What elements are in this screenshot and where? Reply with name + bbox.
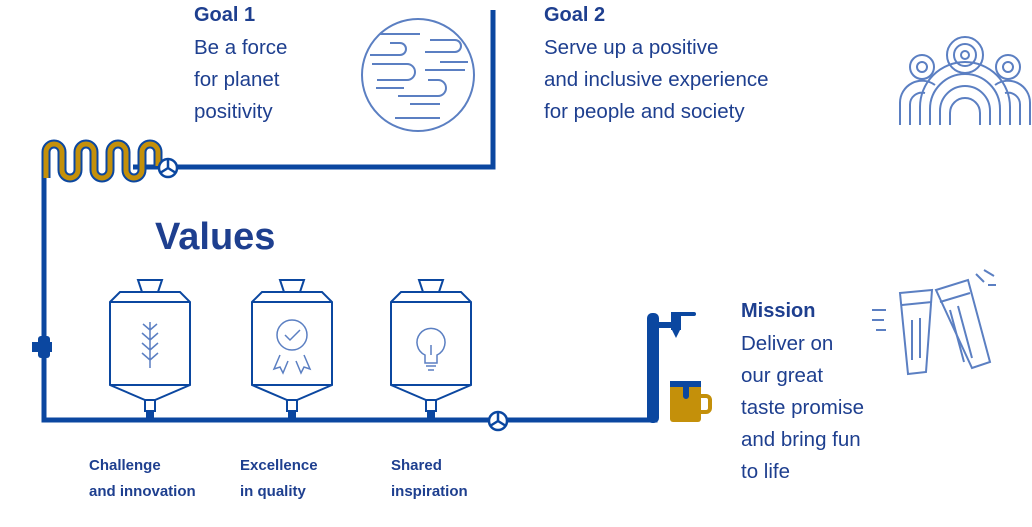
people-icon — [898, 36, 1032, 125]
goal2-line: for people and society — [544, 100, 745, 123]
lightbulb-icon — [416, 327, 446, 371]
goal1-line: positivity — [194, 100, 273, 123]
planet-icon — [361, 18, 475, 132]
goal1-text: Be a force for planet positivity — [194, 32, 287, 128]
values-title: Values — [155, 216, 276, 258]
value-label-line: in quality — [240, 483, 306, 500]
mission-line: our great — [741, 364, 824, 387]
mission-line: to life — [741, 460, 790, 483]
valve-icon — [487, 410, 509, 432]
side-valve-icon — [32, 336, 52, 358]
quality-badge-icon — [272, 329, 312, 375]
goal2-line: and inclusive experience — [544, 68, 769, 91]
value-label-line: inspiration — [391, 483, 468, 500]
value-label-line: Excellence — [240, 457, 318, 474]
value-label: Challenge and innovation — [89, 453, 196, 505]
mission-text: Deliver on our great taste promise and b… — [741, 328, 864, 488]
goal2-text: Serve up a positive and inclusive experi… — [544, 32, 769, 128]
value-label: Excellence in quality — [240, 453, 318, 505]
brewing-tank-icon — [109, 279, 191, 420]
brewing-tank-icon — [390, 279, 472, 420]
mission-line: taste promise — [741, 396, 865, 419]
value-label: Shared inspiration — [391, 453, 468, 505]
badge-circle — [276, 319, 308, 351]
beer-mug-icon — [670, 381, 712, 422]
cooling-coil-icon — [41, 139, 163, 183]
mission-line: and bring fun — [741, 428, 861, 451]
value-label-line: and innovation — [89, 483, 196, 500]
value-label-line: Shared — [391, 457, 442, 474]
goal2-title: Goal 2 — [544, 4, 606, 26]
brewing-tank-icon — [251, 279, 333, 420]
cheers-glasses-icon — [872, 269, 996, 376]
mission-line: Deliver on — [741, 332, 834, 355]
goal1-line: Be a force — [194, 36, 288, 59]
goal2-line: Serve up a positive — [544, 36, 719, 59]
valve-icon — [157, 157, 179, 179]
beer-tap-icon — [647, 312, 696, 423]
goal1-title: Goal 1 — [194, 4, 256, 26]
wheat-icon — [141, 322, 159, 368]
mission-title: Mission — [741, 300, 816, 322]
value-label-line: Challenge — [89, 457, 161, 474]
goal1-line: for planet — [194, 68, 280, 91]
